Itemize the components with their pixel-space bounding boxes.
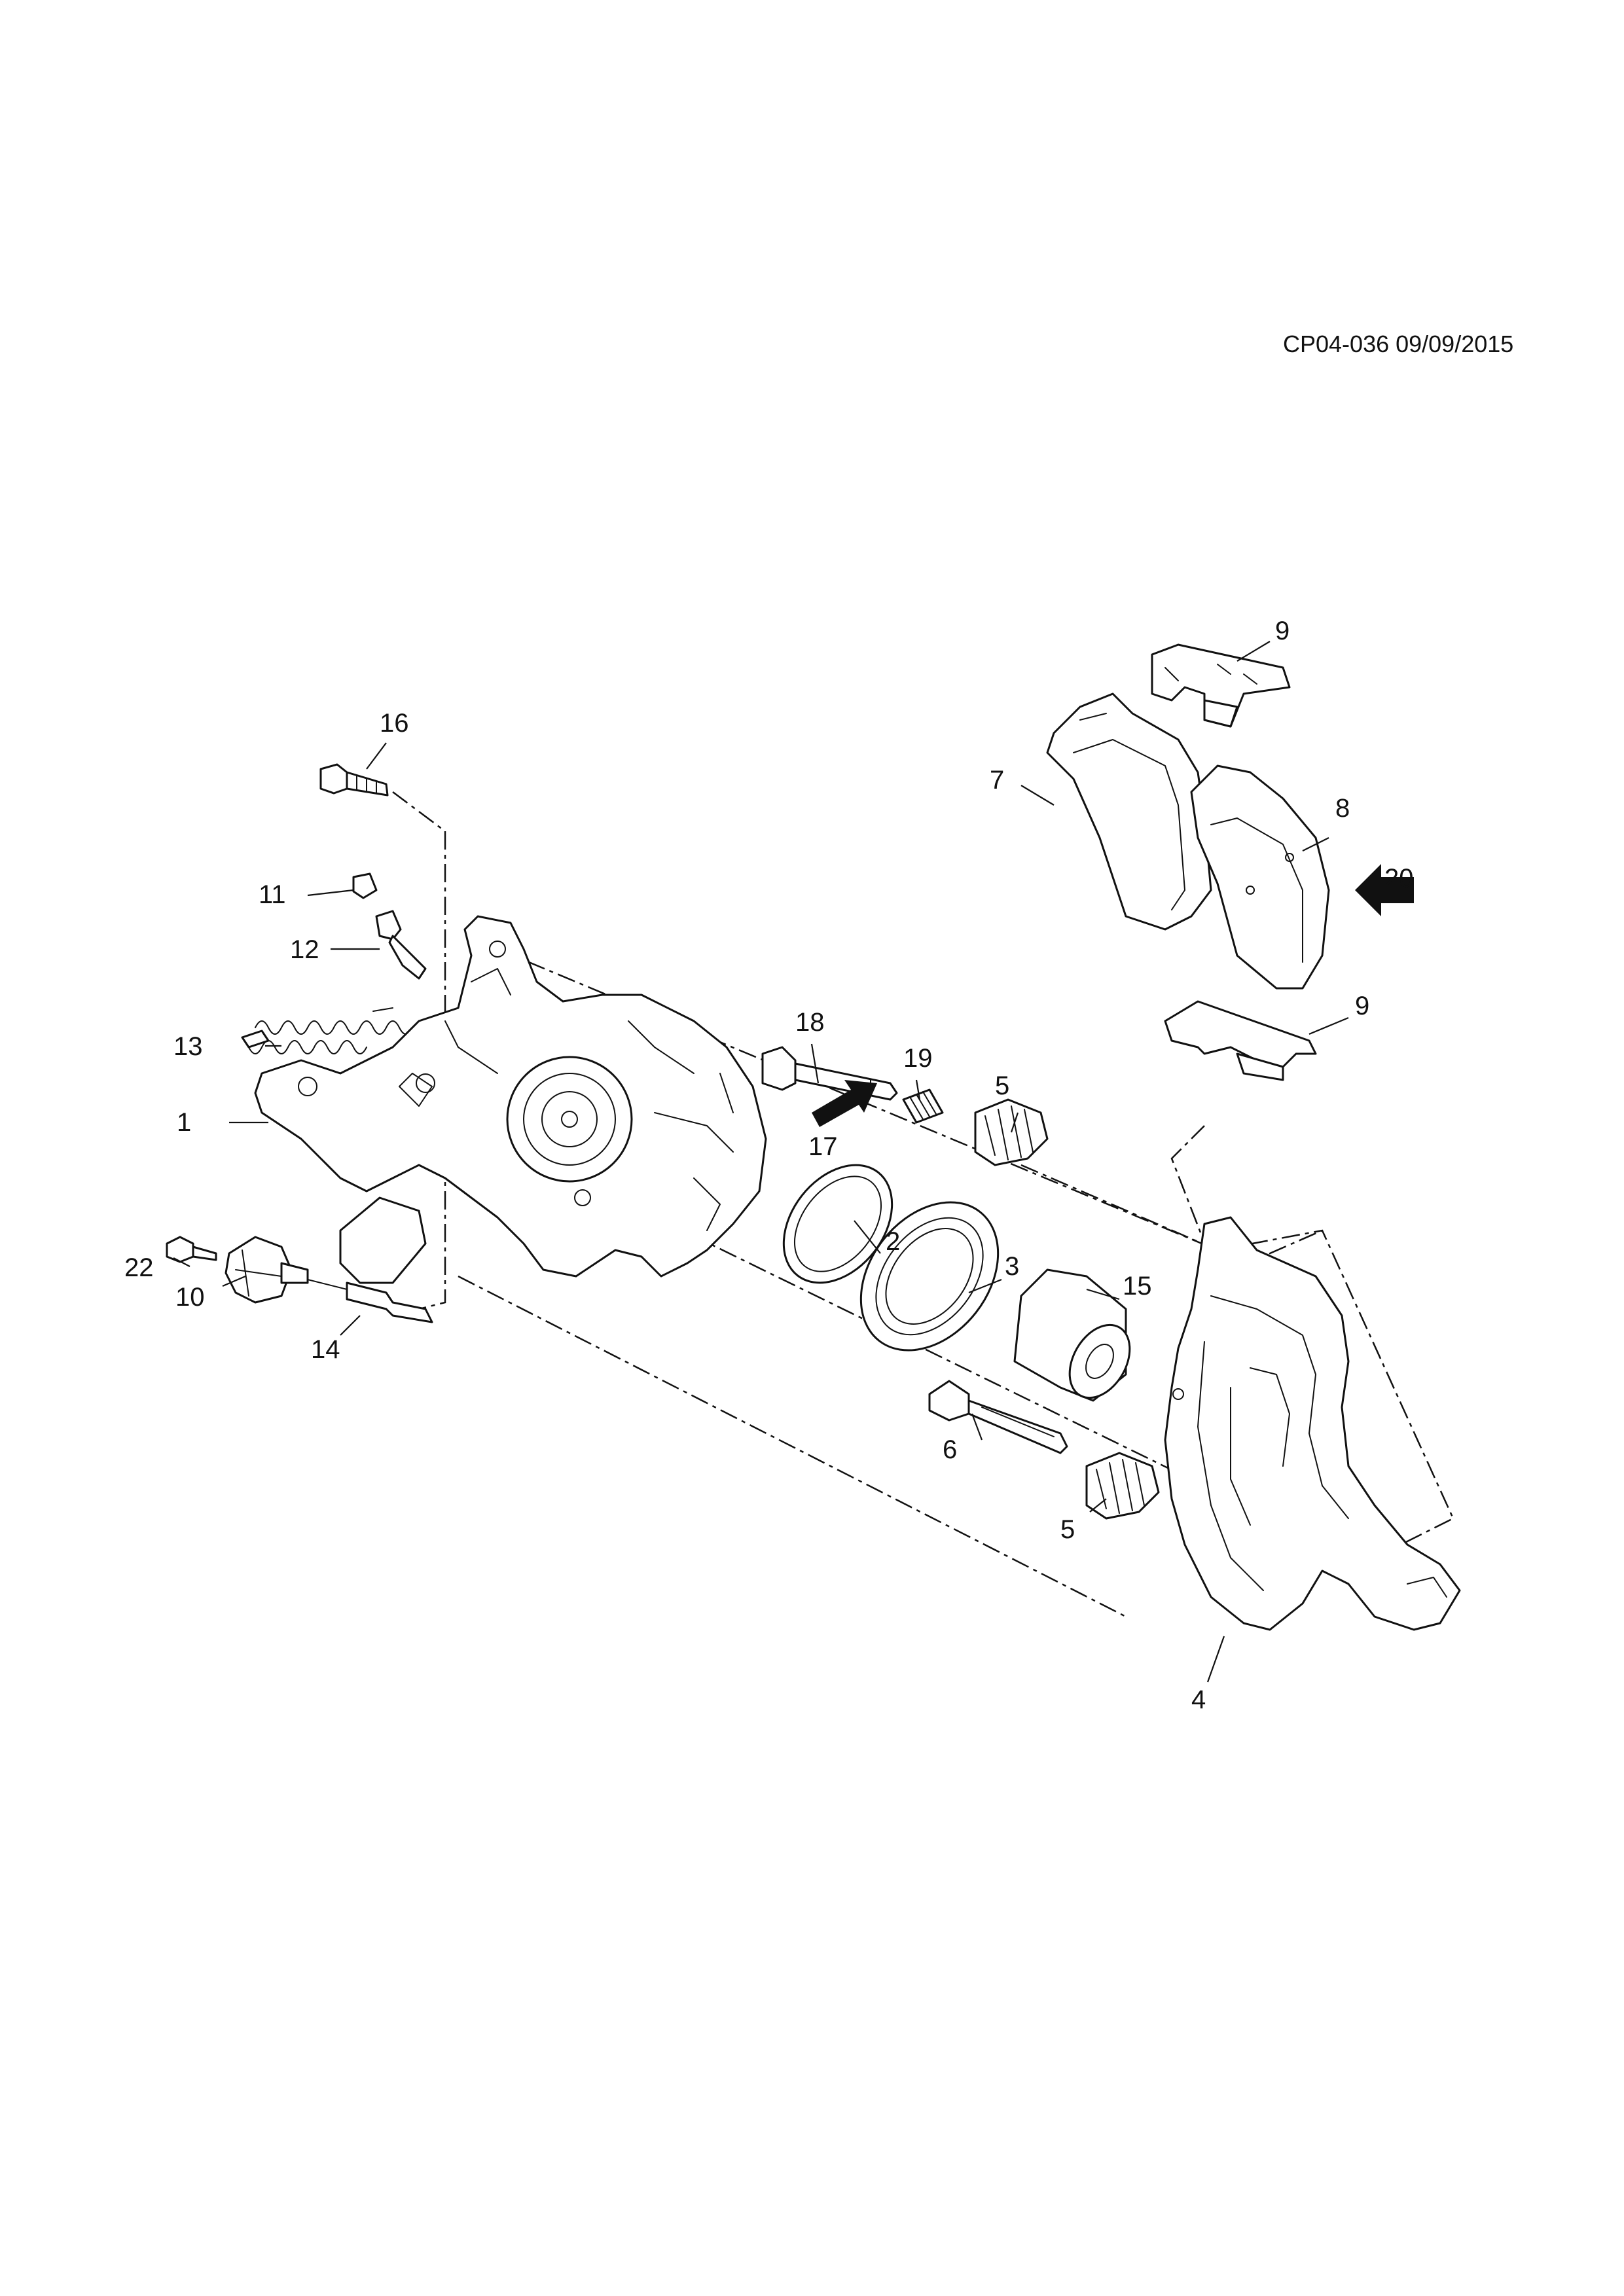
arrow-20	[1355, 864, 1414, 916]
callout-9-upper: 9	[1275, 617, 1290, 645]
leader-lines	[173, 641, 1349, 1683]
callout-2: 2	[886, 1227, 900, 1256]
callout-labels: 1 2 3 4 5 5 6 7 8 9 9 10 11 12 13 14 15 …	[124, 617, 1414, 1714]
part-22-bolt	[166, 1236, 217, 1263]
callout-13: 13	[173, 1032, 203, 1061]
callout-7: 7	[990, 766, 1004, 795]
part-19-sleeve	[902, 1088, 944, 1124]
callout-22: 22	[124, 1253, 154, 1282]
part-3-dust-boot	[859, 1201, 1000, 1352]
part-14-guide-pin	[307, 1279, 433, 1323]
callout-10: 10	[175, 1283, 205, 1312]
callout-1: 1	[177, 1108, 191, 1137]
part-6-guide-pin	[928, 1380, 1068, 1454]
part-12-bleed-screw	[375, 910, 427, 980]
part-5-lower-boot	[1085, 1452, 1160, 1520]
callout-11: 11	[259, 880, 286, 909]
part-16-bolt	[319, 763, 389, 797]
callout-12: 12	[290, 935, 319, 964]
callout-5-upper: 5	[995, 1071, 1009, 1100]
part-8-brake-pad	[1190, 764, 1330, 990]
callout-16: 16	[380, 709, 409, 738]
part-11-bleed-cap	[352, 872, 378, 899]
diagram-code: CP04-036 09/09/2015	[1283, 331, 1514, 357]
callout-6: 6	[943, 1435, 957, 1464]
part-2-seal	[782, 1164, 893, 1284]
part-4-carrier-bracket	[1164, 1216, 1461, 1631]
part-9-upper-clip	[1151, 643, 1291, 728]
callout-8: 8	[1335, 794, 1350, 823]
callout-14: 14	[311, 1335, 340, 1364]
callout-5-lower: 5	[1060, 1515, 1075, 1544]
callout-17: 17	[808, 1132, 838, 1161]
part-1-caliper-housing	[254, 915, 767, 1284]
callout-9-lower: 9	[1355, 992, 1369, 1020]
callout-15: 15	[1123, 1272, 1152, 1300]
part-10-actuator	[225, 1236, 309, 1304]
callout-20: 20	[1384, 864, 1414, 893]
callout-18: 18	[795, 1008, 825, 1037]
callout-19: 19	[903, 1044, 933, 1073]
part-18-guide-bolt	[761, 1046, 898, 1101]
callout-4: 4	[1191, 1685, 1206, 1714]
callout-3: 3	[1005, 1252, 1019, 1281]
part-7-brake-pad	[1046, 692, 1212, 931]
part-9-lower-clip	[1164, 1000, 1317, 1081]
part-15-piston	[1013, 1268, 1131, 1402]
arrow-17	[812, 1080, 877, 1127]
part-13-spring	[241, 1007, 413, 1054]
